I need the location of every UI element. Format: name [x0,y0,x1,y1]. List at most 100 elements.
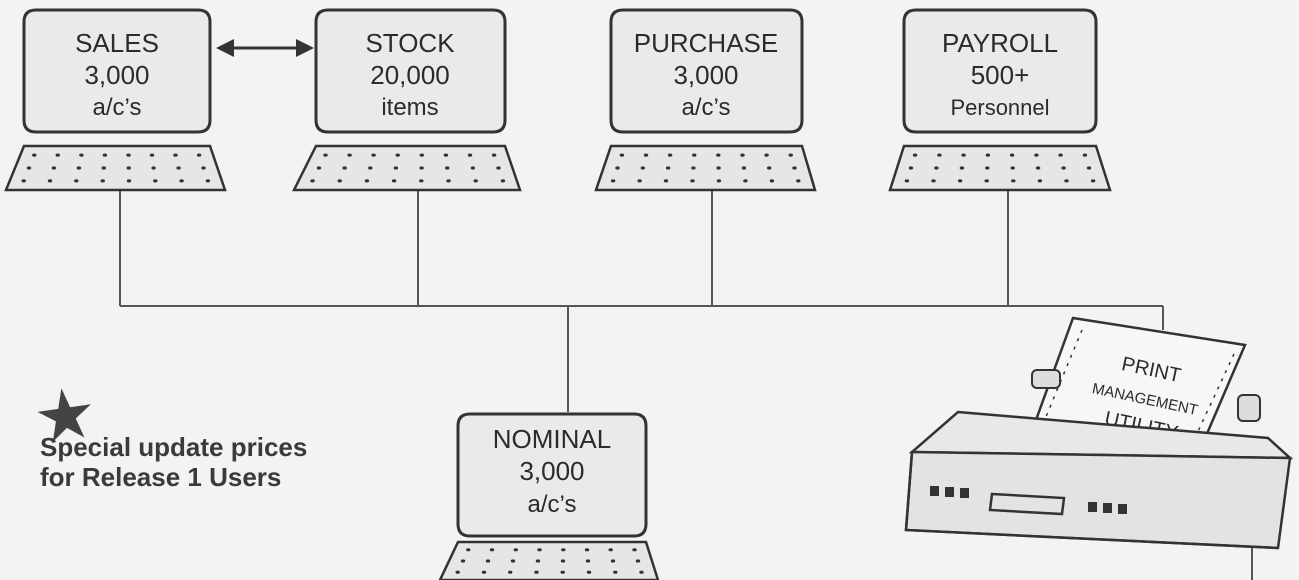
terminal-count: 3,000 [84,60,149,90]
key-dot [32,153,37,157]
key-dot [560,559,566,563]
key-dot [391,179,397,183]
keyboard-icon [888,144,1112,192]
key-dot [101,166,107,170]
key-dot [364,179,370,183]
key-dot [637,179,642,183]
key-dot [460,559,466,563]
key-dot [1034,153,1039,157]
key-dot [934,166,939,170]
key-dot [741,166,747,170]
key-dot [639,570,644,574]
key-dot [585,559,591,563]
key-dot [792,166,797,170]
printer-button [945,487,954,497]
promo-text: Special update prices for Release 1 User… [40,432,307,492]
key-dot [102,153,108,157]
key-dot [173,153,178,157]
key-dot [347,153,352,157]
key-dot [561,548,566,552]
printer-button [930,486,939,496]
key-dot [393,166,399,170]
key-dot [419,153,424,157]
terminal-count: 3,000 [519,456,584,486]
key-dot [1086,166,1092,170]
key-dot [767,166,772,170]
key-dot [126,179,132,183]
key-dot [496,166,501,170]
key-dot [470,166,476,170]
key-dot [1061,166,1066,170]
key-dot [959,166,965,170]
key-dot [904,179,910,183]
key-dot [716,179,722,183]
key-dot [508,570,513,574]
key-dot [443,153,449,157]
key-dot [126,153,131,157]
key-dot [76,166,82,170]
key-dot [368,166,373,170]
key-dot [51,166,57,170]
key-dot [176,166,181,170]
key-dot [1090,179,1096,183]
key-dot [912,153,918,157]
key-dot [445,166,450,170]
key-dot [342,166,347,170]
key-dot [1058,153,1063,157]
key-dot [179,179,184,183]
key-dot [395,153,400,157]
terminal-screen [456,412,648,538]
key-dot [788,153,793,157]
promo-line-2: for Release 1 Users [40,462,282,492]
terminal-title: PURCHASE [634,28,778,58]
key-dot [510,559,516,563]
network-wiring [119,190,1253,580]
terminal-nominal: NOMINAL 3,000 a/c’s [438,412,660,580]
key-dot [100,179,105,183]
key-dot [446,179,451,183]
key-dot [485,559,491,563]
keyboard-icon [4,144,227,192]
key-dot [937,153,942,157]
key-dot [26,166,32,170]
key-dot [491,153,497,157]
key-dot [1011,179,1016,183]
key-dot [1009,153,1015,157]
key-dot [643,153,649,157]
key-dot [149,153,155,157]
printer-button [1088,502,1097,512]
key-dot [467,153,473,157]
terminal-title: NOMINAL [493,424,611,454]
key-dot [740,153,745,157]
key-dot [419,179,424,183]
key-dot [466,548,471,552]
key-dot [201,166,206,170]
key-dot [560,570,565,574]
key-dot [196,153,202,157]
terminal-sales: SALES 3,000 a/c’s [4,8,227,192]
key-dot [55,153,60,157]
key-dot [473,179,478,183]
key-dot [481,570,487,574]
key-dot [126,166,131,170]
key-dot [205,179,211,183]
key-dot [1035,166,1041,170]
terminal-count: 20,000 [370,60,450,90]
key-dot [769,179,775,183]
key-dot [47,179,53,183]
link-double-arrow [216,39,314,57]
key-dot [640,166,645,170]
key-dot [716,153,721,157]
key-dot [691,166,696,170]
key-dot [961,153,966,157]
terminal-count: 500+ [971,60,1030,90]
key-dot [635,559,641,563]
printer-button [960,488,969,498]
key-dot [743,179,748,183]
key-dot [316,166,322,170]
key-dot [1010,166,1015,170]
key-dot [500,179,506,183]
platen-knob-right [1237,394,1261,422]
star-icon [37,388,91,442]
